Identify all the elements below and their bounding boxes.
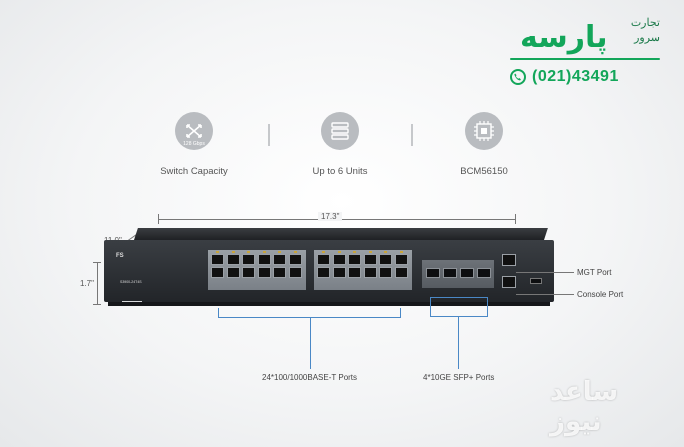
mgt-port-callout: MGT Port: [577, 268, 612, 277]
rj45-port: [273, 254, 286, 265]
brand-name: پارسه: [520, 20, 608, 55]
stack-units-icon: [321, 112, 359, 150]
port-led: [278, 251, 281, 253]
device-logo: FS: [116, 253, 124, 259]
phone-icon: [510, 69, 526, 85]
rj45-port: [348, 267, 361, 278]
port-led: [216, 251, 219, 253]
sfp-port: [426, 268, 440, 278]
feature-chip: BCM56150: [424, 112, 544, 177]
rj45-port: [211, 267, 224, 278]
chip-icon: [465, 112, 503, 150]
rj45-port: [273, 267, 286, 278]
dimension-tick: [158, 214, 159, 224]
rj45-port: [226, 254, 240, 265]
sfp-bracket: [430, 297, 488, 317]
brand-logo: پارسه: [520, 20, 608, 55]
port-led: [353, 251, 356, 253]
rj45-port: [379, 254, 392, 265]
brand-underline: [510, 58, 660, 60]
port-led: [247, 251, 250, 253]
port-led: [368, 251, 372, 253]
switch-capacity-icon: 128 Gbps: [175, 112, 213, 150]
brand-subtitle-1: تجارت: [630, 17, 660, 29]
brand-subtitle-2: سرور: [634, 32, 660, 44]
rj45-port: [332, 267, 346, 278]
sfp-port: [477, 268, 491, 278]
bracket-line: [400, 308, 401, 318]
rj45-port: [257, 254, 271, 265]
feature-divider: [411, 124, 413, 146]
port-led: [399, 251, 403, 253]
port-led: [337, 251, 341, 253]
width-dimension-label: 17.3": [318, 212, 343, 221]
rj45-port: [211, 254, 224, 265]
rj45-port: [394, 267, 408, 278]
rj45-port: [242, 254, 255, 265]
feature-label: Up to 6 Units: [312, 166, 368, 177]
rj45-port: [363, 254, 377, 265]
height-dimension-line: [97, 262, 98, 304]
dimension-tick: [93, 262, 101, 263]
sfp-leader: [458, 317, 459, 369]
dimension-tick: [515, 214, 516, 224]
feature-switch-capacity: 128 Gbps Switch Capacity: [134, 112, 254, 177]
sfp-port: [460, 268, 474, 278]
dimension-tick: [93, 304, 101, 305]
port-led: [262, 251, 266, 253]
rj45-port: [257, 267, 271, 278]
phone-contact: (021)43491: [510, 68, 619, 86]
svg-text:128 Gbps: 128 Gbps: [183, 141, 205, 147]
rj45-port: [288, 254, 302, 265]
height-dimension-label: 1.7": [80, 279, 94, 288]
port-led: [293, 251, 297, 253]
rj45-port: [317, 254, 330, 265]
switch-top-panel: [134, 228, 548, 240]
sfp-ports-callout: 4*10GE SFP+ Ports: [423, 373, 495, 382]
mgt-port: [502, 254, 516, 266]
rj45-port: [288, 267, 302, 278]
mgt-port-leader: [516, 272, 574, 273]
bracket-line: [218, 308, 219, 318]
feature-units: Up to 6 Units: [280, 112, 400, 177]
feature-label: Switch Capacity: [160, 166, 228, 177]
usb-port: [530, 278, 542, 284]
console-port-callout: Console Port: [577, 290, 624, 299]
rj45-port: [332, 254, 346, 265]
rj45-ports-callout: 24*100/1000BASE-T Ports: [262, 373, 358, 382]
rj45-port: [363, 267, 377, 278]
feature-label: BCM56150: [460, 166, 508, 177]
console-port: [502, 276, 516, 288]
feature-divider: [268, 124, 270, 146]
brand-block: تجارت سرور پارسه (021)43491: [510, 14, 660, 94]
rj45-port: [379, 267, 392, 278]
device-model: S3900-24T4S: [120, 280, 142, 284]
console-port-leader: [516, 294, 574, 295]
watermark-text: ساعد نیوز: [550, 377, 619, 437]
port-led: [322, 251, 325, 253]
rj45-port: [394, 254, 408, 265]
rj45-port: [348, 254, 361, 265]
switch-base: [108, 302, 550, 306]
rj45-bracket: [218, 317, 401, 318]
watermark: ساعد نیوز: [550, 377, 670, 441]
rj45-port: [242, 267, 255, 278]
rj45-port: [317, 267, 330, 278]
port-led: [384, 251, 387, 253]
rj45-leader: [310, 317, 311, 369]
rj45-port: [226, 267, 240, 278]
port-led: [231, 251, 235, 253]
sfp-port: [443, 268, 457, 278]
phone-number: (021)43491: [532, 68, 619, 85]
